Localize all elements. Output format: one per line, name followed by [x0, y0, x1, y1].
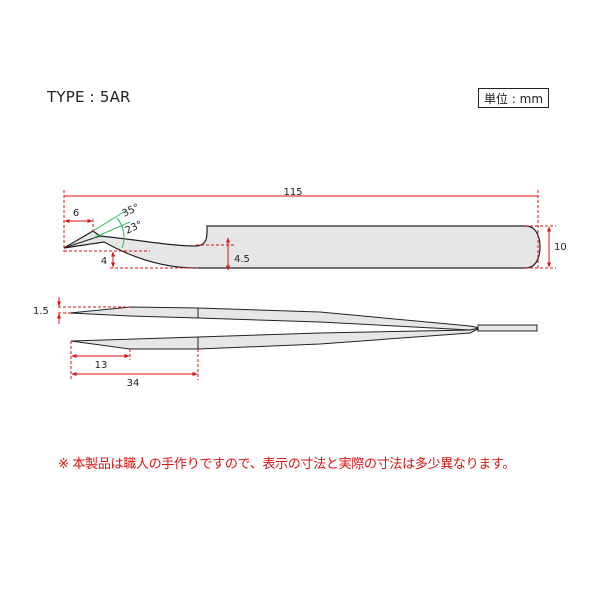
- dim-angle-inner: 23°: [124, 219, 145, 236]
- side-view: 115 6 35° 23° 4 4.5 10: [63, 187, 567, 271]
- tweezer-end-tab: [477, 324, 538, 332]
- dim-tip-drop: 4: [101, 256, 107, 267]
- dim-taper-short: 13: [95, 360, 108, 371]
- dim-neck-height: 4.5: [234, 254, 250, 265]
- dim-angle-outer: 35°: [121, 202, 142, 219]
- tweezer-side-profile: [63, 225, 541, 269]
- top-view: 1.5 13 34: [33, 297, 538, 389]
- dim-tip-offset: 6: [73, 208, 79, 219]
- dim-tip-thickness: 1.5: [33, 306, 49, 317]
- dim-taper-long: 34: [127, 378, 140, 389]
- tweezer-upper-arm: [69, 306, 481, 331]
- type-title: TYPE : 5AR: [47, 88, 131, 106]
- handmade-disclaimer-note: ※ 本製品は職人の手作りですので、表示の寸法と実際の寸法は多少異なります。: [58, 457, 516, 472]
- tweezer-lower-arm: [70, 327, 481, 350]
- unit-label: 単位 : mm: [478, 88, 549, 108]
- dim-overall-length: 115: [283, 187, 302, 198]
- dim-handle-width: 10: [554, 242, 567, 253]
